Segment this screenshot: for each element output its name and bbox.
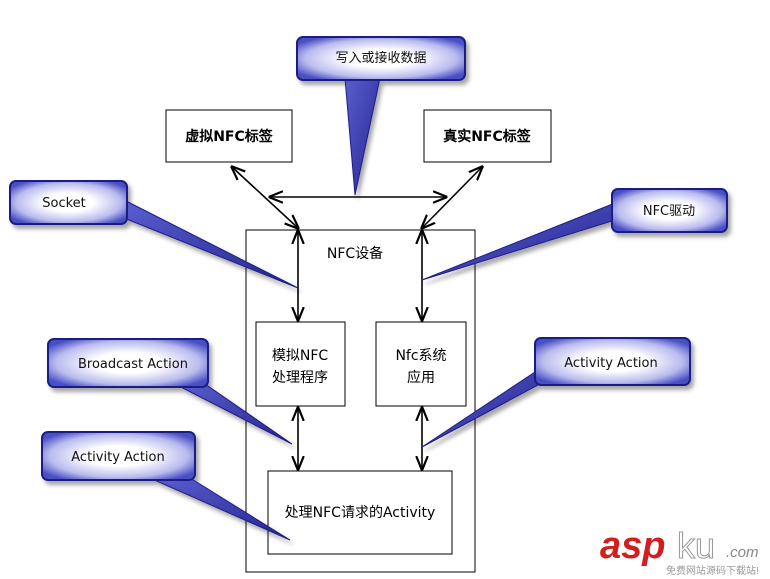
callout-broadcast-action-text: Broadcast Action [78,357,188,372]
callout-activity-action-right-text: Activity Action [564,356,657,371]
virtual-nfc-tag-label: 虚拟NFC标签 [185,128,274,145]
callout-activity-action-left-text: Activity Action [71,450,164,465]
logo-brand-grey: ku [677,525,715,566]
callout-socket: Socket [9,180,299,289]
emulator-handler-box: 模拟NFC 处理程序 [255,321,346,407]
callout-nfc-driver-text: NFC驱动 [643,204,695,219]
emulator-handler-line1: 模拟NFC [272,348,329,364]
activity-label: 处理NFC请求的Activity [285,505,436,521]
emulator-handler-line2: 处理程序 [272,370,328,386]
callout-broadcast-action: Broadcast Action [47,338,293,445]
activity-box: 处理NFC请求的Activity [267,470,453,555]
nfc-system-app-line2: 应用 [407,369,435,386]
logo-brand-red: asp [600,525,665,567]
real-nfc-tag-label: 真实NFC标签 [443,128,532,145]
callout-socket-text: Socket [42,196,86,211]
callout-activity-action-right: Activity Action [421,337,691,448]
callout-activity-action-left: Activity Action [41,431,291,541]
logo-domain: .com [726,544,759,561]
real-tag-arrow [422,167,482,228]
virtual-tag-arrow [232,167,298,228]
callout-write-read: 写入或接收数据 [296,36,466,196]
virtual-nfc-tag-box: 虚拟NFC标签 [165,109,293,163]
nfc-system-app-box: Nfc系统 应用 [375,321,467,407]
real-nfc-tag-box: 真实NFC标签 [423,109,552,163]
logo-slogan: 免费网站源码下载站! [666,564,759,577]
nfc-device-label: NFC设备 [327,245,383,262]
aspku-watermark-logo: asp ku .com 免费网站源码下载站! [600,525,759,578]
callout-write-read-text: 写入或接收数据 [335,50,426,66]
nfc-system-app-line1: Nfc系统 [395,348,446,364]
callout-nfc-driver: NFC驱动 [421,188,728,281]
